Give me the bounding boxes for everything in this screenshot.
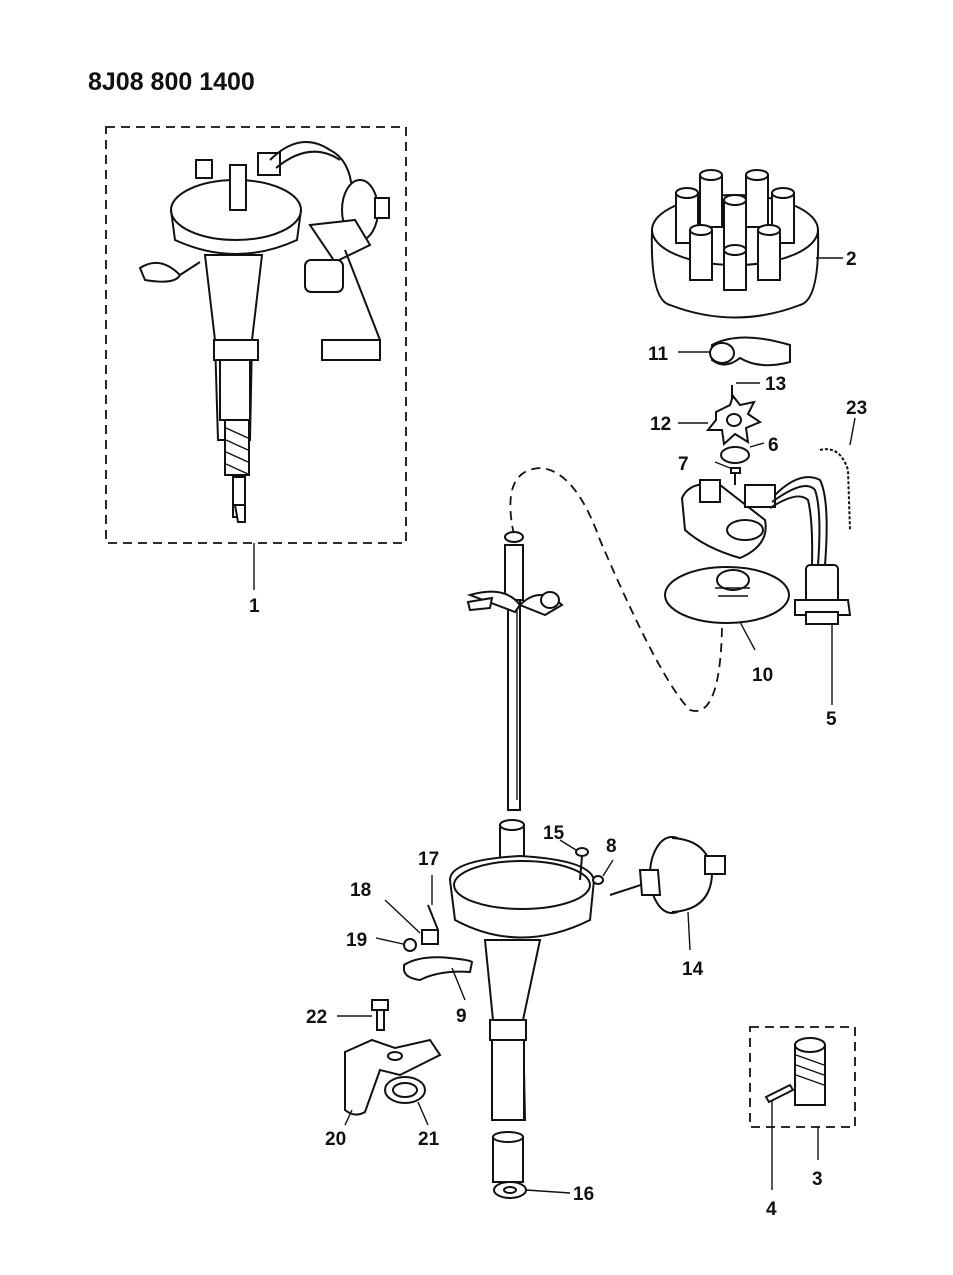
label-15: 15 (543, 823, 565, 844)
label-7: 7 (678, 454, 689, 475)
label-14: 14 (682, 959, 704, 980)
module-connector (794, 564, 852, 625)
label-13: 13 (765, 374, 786, 395)
label-17: 17 (418, 849, 439, 870)
label-11: 11 (648, 344, 669, 365)
nut-19 (403, 938, 417, 952)
label-21: 21 (418, 1129, 440, 1150)
label-16: 16 (573, 1184, 594, 1205)
vacuum-advance-unit (609, 836, 726, 914)
distributor-assembly (105, 126, 407, 544)
bolt-22 (371, 999, 389, 1031)
label-19: 19 (346, 930, 367, 951)
label-5: 5 (826, 709, 837, 730)
clip-18 (421, 929, 439, 945)
label-10: 10 (752, 665, 773, 686)
label-3: 3 (812, 1169, 823, 1190)
pickup-coil-assembly (680, 476, 828, 566)
clip-9 (403, 956, 474, 982)
rotor (709, 336, 791, 367)
screw-7 (730, 467, 741, 485)
label-4: 4 (766, 1199, 777, 1220)
bushing-16 (492, 1131, 527, 1199)
label-12: 12 (650, 414, 671, 435)
distributor-housing (448, 819, 596, 1121)
label-9: 9 (456, 1006, 467, 1027)
label-6: 6 (768, 435, 779, 456)
label-18: 18 (350, 880, 371, 901)
retainer-ring (720, 446, 750, 464)
label-20: 20 (325, 1129, 346, 1150)
diagram-code: 8J08 800 1400 (88, 68, 255, 96)
distributor-shaft (466, 531, 564, 811)
label-23: 23 (846, 398, 867, 419)
distributor-cap (650, 169, 820, 319)
screw-15 (575, 847, 589, 881)
breaker-plate (664, 566, 790, 624)
label-8: 8 (606, 836, 617, 857)
washer-8 (592, 875, 604, 885)
wire-loom (819, 448, 851, 531)
hold-down-clamp (344, 1038, 442, 1116)
trigger-wheel (705, 393, 763, 447)
drive-gear-kit (749, 1026, 856, 1128)
label-22: 22 (306, 1007, 327, 1028)
label-1: 1 (249, 596, 260, 617)
pin-17 (427, 904, 439, 931)
label-2: 2 (846, 249, 857, 270)
